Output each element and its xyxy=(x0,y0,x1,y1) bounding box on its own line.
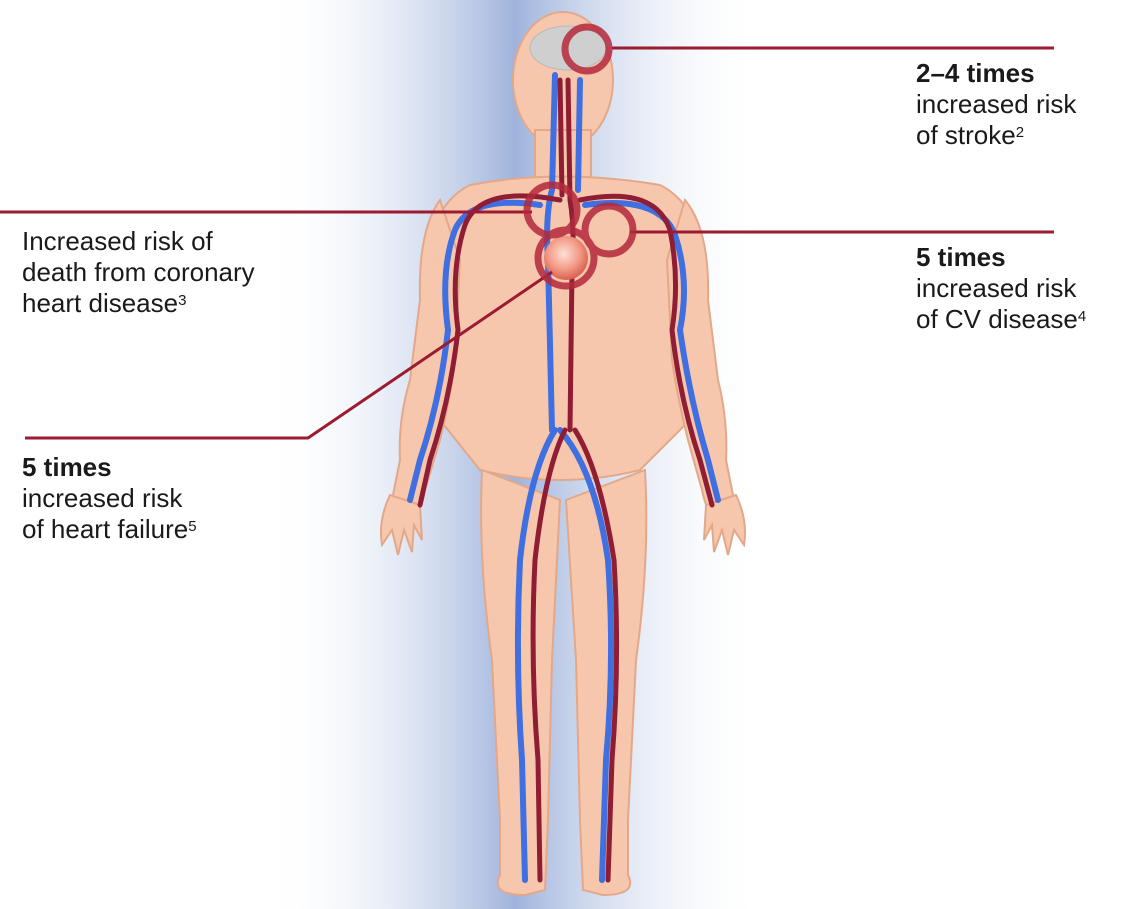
stroke-callout-line1: increased risk xyxy=(916,89,1076,120)
heart-failure-callout-bold: 5 times xyxy=(22,452,197,483)
heart-failure-callout: 5 times increased risk of heart failure5 xyxy=(22,452,197,545)
stroke-callout: 2–4 times increased risk of stroke2 xyxy=(916,58,1076,151)
cv-callout-line1: increased risk xyxy=(916,273,1086,304)
coronary-ref: 3 xyxy=(178,292,186,309)
coronary-callout-line3: heart disease xyxy=(22,288,178,318)
cv-callout-line2: of CV disease xyxy=(916,304,1078,334)
heart-failure-callout-line2: of heart failure xyxy=(22,514,188,544)
stroke-ref: 2 xyxy=(1016,124,1024,141)
stroke-callout-bold: 2–4 times xyxy=(916,58,1076,89)
cv-ref: 4 xyxy=(1078,308,1086,325)
coronary-callout-line2: death from coronary xyxy=(22,257,255,288)
stroke-callout-line2: of stroke xyxy=(916,120,1016,150)
cv-callout: 5 times increased risk of CV disease4 xyxy=(916,242,1086,335)
heart-failure-ref: 5 xyxy=(188,518,196,535)
cv-callout-bold: 5 times xyxy=(916,242,1086,273)
coronary-callout-line1: Increased risk of xyxy=(22,226,255,257)
coronary-callout: Increased risk of death from coronary he… xyxy=(22,226,255,319)
heart-failure-callout-line1: increased risk xyxy=(22,483,197,514)
